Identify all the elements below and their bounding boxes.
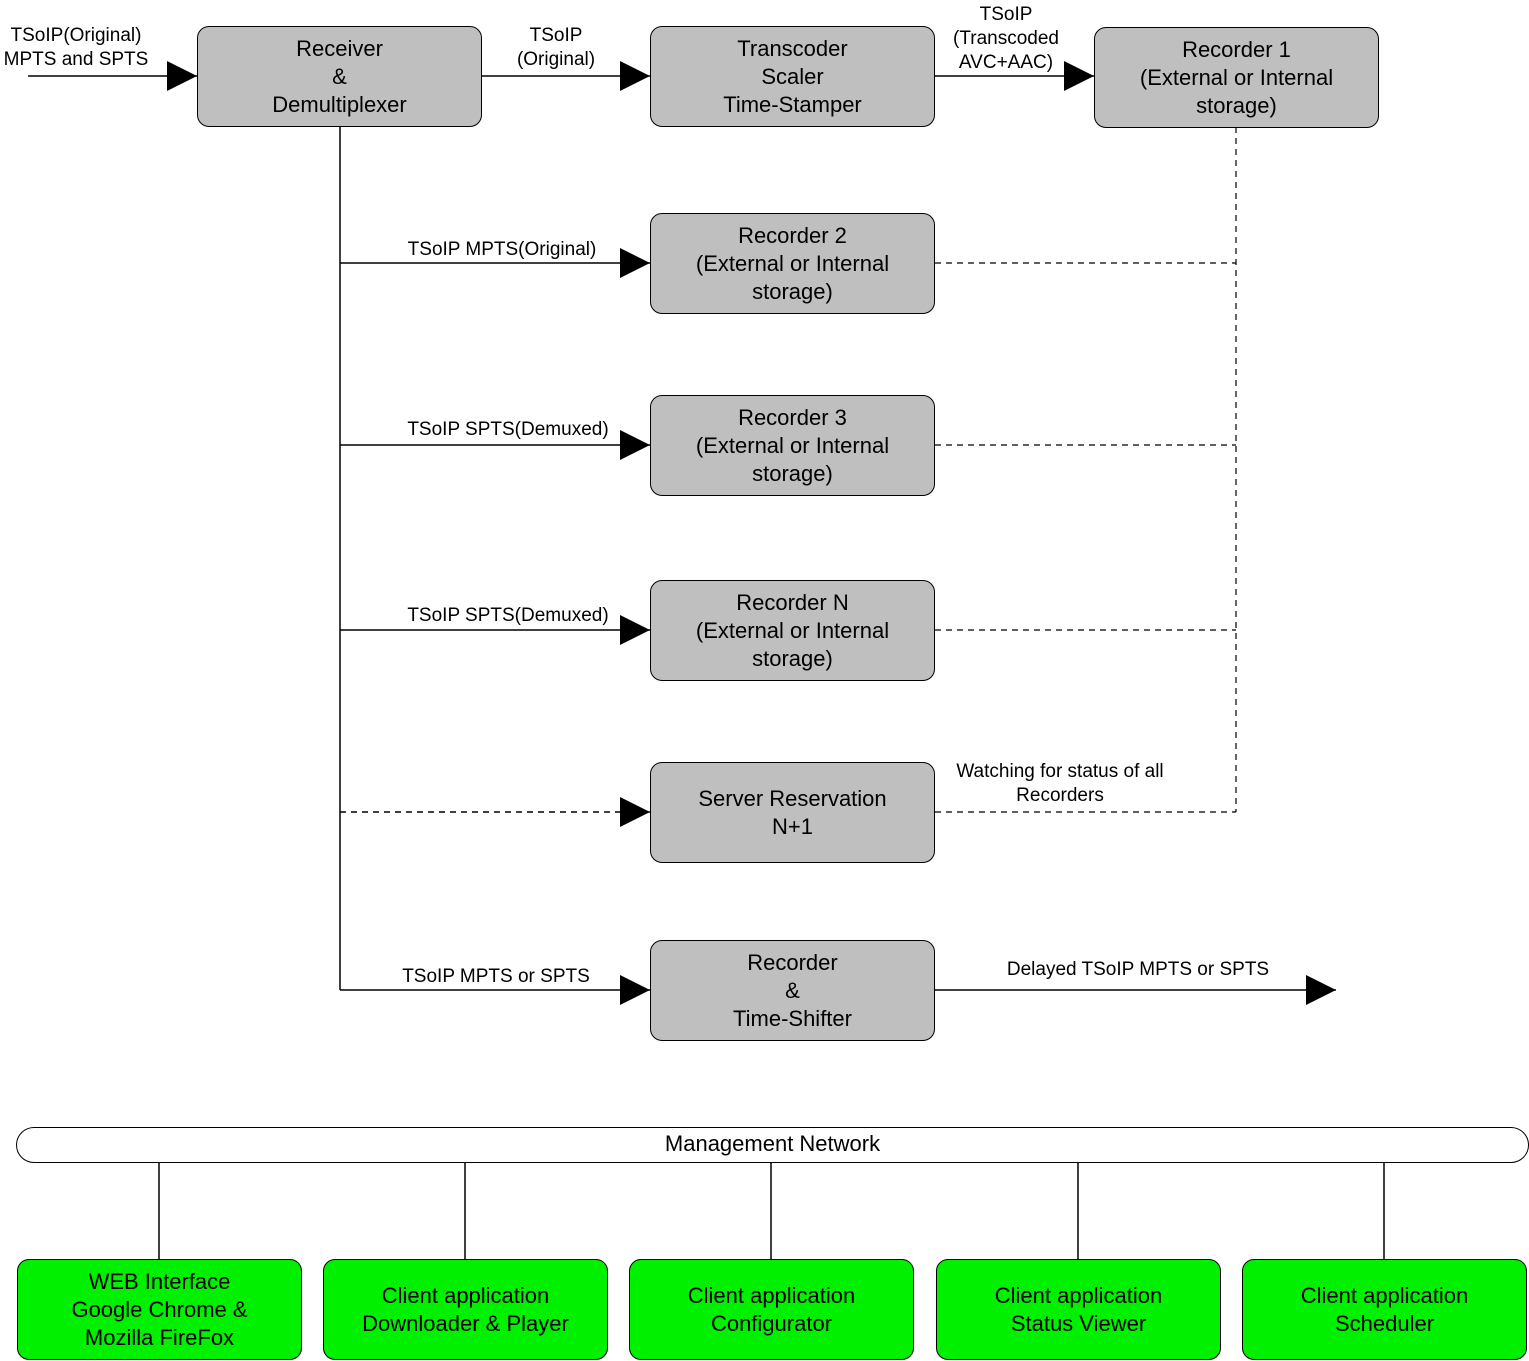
to-recorder3-label: TSoIP SPTS(Demuxed) xyxy=(407,419,609,440)
client-configurator-text: Client application Configurator xyxy=(687,1282,856,1336)
client-downloader-player-text: Client application Downloader & Player xyxy=(362,1282,569,1336)
recorder-3-text: Recorder 3 (External or Internal storage… xyxy=(695,404,890,486)
delayed-output-label: Delayed TSoIP MPTS or SPTS xyxy=(1006,959,1270,980)
receiver-demultiplexer-text: Receiver & Demultiplexer xyxy=(272,35,407,117)
recorder-2-box: Recorder 2 (External or Internal storage… xyxy=(650,213,935,314)
receiver-to-transcoder-label: TSoIP (Original) xyxy=(516,25,596,70)
to-recorderN-label: TSoIP SPTS(Demuxed) xyxy=(407,605,609,626)
client-scheduler-box: Client application Scheduler xyxy=(1242,1259,1527,1360)
recorder-1-text: Recorder 1 (External or Internal storage… xyxy=(1139,36,1334,118)
client-status-viewer-box: Client application Status Viewer xyxy=(936,1259,1221,1360)
time-shifter-text: Recorder & Time-Shifter xyxy=(733,949,852,1031)
management-network-bar: Management Network xyxy=(16,1127,1529,1163)
recorder-1-box: Recorder 1 (External or Internal storage… xyxy=(1094,27,1379,128)
client-scheduler-text: Client application Scheduler xyxy=(1300,1282,1469,1336)
transcoder-box: Transcoder Scaler Time-Stamper xyxy=(650,26,935,127)
recorder-n-text: Recorder N (External or Internal storage… xyxy=(695,589,890,671)
recorder-n-box: Recorder N (External or Internal storage… xyxy=(650,580,935,681)
server-reservation-box: Server Reservation N+1 xyxy=(650,762,935,863)
receiver-demultiplexer-box: Receiver & Demultiplexer xyxy=(197,26,482,127)
recorder-3-box: Recorder 3 (External or Internal storage… xyxy=(650,395,935,496)
to-timeshifter-label: TSoIP MPTS or SPTS xyxy=(402,966,590,987)
recorder-2-text: Recorder 2 (External or Internal storage… xyxy=(695,222,890,304)
transcoder-text: Transcoder Scaler Time-Stamper xyxy=(723,35,862,117)
client-downloader-player-box: Client application Downloader & Player xyxy=(323,1259,608,1360)
transcoder-to-recorder1-label: TSoIP (Transcoded AVC+AAC) xyxy=(953,4,1059,73)
client-web-interface-text: WEB Interface Google Chrome & Mozilla Fi… xyxy=(71,1268,248,1350)
client-web-interface-box: WEB Interface Google Chrome & Mozilla Fi… xyxy=(17,1259,302,1360)
to-recorder2-label: TSoIP MPTS(Original) xyxy=(407,239,597,260)
client-configurator-box: Client application Configurator xyxy=(629,1259,914,1360)
time-shifter-box: Recorder & Time-Shifter xyxy=(650,940,935,1041)
client-status-viewer-text: Client application Status Viewer xyxy=(994,1282,1163,1336)
input-label: TSoIP(Original) MPTS and SPTS xyxy=(3,25,149,70)
management-network-label: Management Network xyxy=(664,1131,881,1156)
server-reservation-text: Server Reservation N+1 xyxy=(698,785,887,839)
watching-label: Watching for status of all Recorders xyxy=(956,761,1164,806)
